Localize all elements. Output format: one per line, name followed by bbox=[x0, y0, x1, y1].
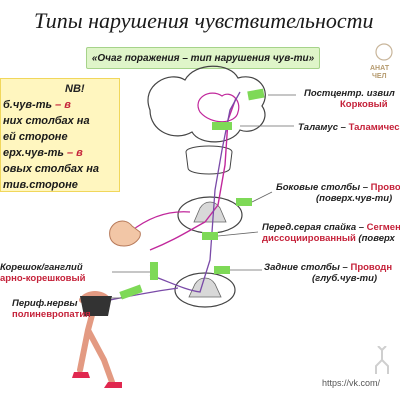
label-cortex: Постцентр. извил Корковый bbox=[304, 88, 395, 110]
cortex-outline bbox=[147, 65, 266, 143]
side-logo: АНАТ ЧЕЛ bbox=[368, 40, 400, 80]
leader-lateral bbox=[251, 191, 273, 203]
subtitle-banner: «Очаг поражения – тип нарушения чув-ти» bbox=[86, 47, 320, 69]
hand-illustration bbox=[109, 220, 141, 247]
runner-shorts bbox=[80, 296, 112, 316]
nb-line-2: них столбах на bbox=[3, 115, 90, 127]
svg-text:АНАТ: АНАТ bbox=[370, 65, 390, 72]
label-thalamus: Таламус – Таламический bbox=[298, 122, 400, 133]
lesion-thalamus bbox=[212, 122, 232, 130]
nb-heading: NB! bbox=[65, 83, 85, 95]
lesion-commissure bbox=[202, 232, 218, 240]
label-peripheral-nerves: Периф.нервы полиневропатия bbox=[12, 298, 91, 320]
nb-line-5: овых столбах на bbox=[3, 163, 99, 175]
nb-line-4: ерх.чув-ть – в bbox=[3, 147, 83, 159]
label-root-ganglion: Корешок/ганглий арно-корешковый bbox=[0, 262, 86, 284]
nb-line-6: тив.стороне bbox=[3, 179, 78, 191]
deer-logo-icon bbox=[375, 346, 389, 374]
lesion-root bbox=[150, 262, 158, 280]
brainstem-shape bbox=[185, 145, 233, 175]
runner-shoe-2 bbox=[104, 382, 122, 388]
lesion-posterior bbox=[214, 266, 230, 274]
leader-commissure bbox=[217, 231, 259, 237]
nb-note-box: NB! б.чув-ть – в них столбах на ей сторо… bbox=[0, 78, 120, 192]
lesion-lateral bbox=[236, 198, 252, 206]
watermark-url: https://vk.com/ bbox=[322, 378, 381, 388]
gray-matter-lower bbox=[188, 277, 222, 298]
nb-line-3: ей стороне bbox=[3, 131, 68, 143]
label-anterior-commissure: Перед.серая спайка – Сегмен диссоциирова… bbox=[262, 222, 400, 244]
nb-line-1: б.чув-ть – в bbox=[3, 99, 71, 111]
anatomy-logo-icon: АНАТ ЧЕЛ bbox=[370, 43, 393, 80]
page-title: Типы нарушения чувствительности bbox=[34, 8, 374, 33]
pathway-pink bbox=[149, 97, 237, 251]
pathway-purple bbox=[149, 91, 241, 293]
pathway-leg bbox=[109, 287, 179, 301]
lesion-nerve bbox=[119, 284, 143, 300]
label-posterior-columns: Задние столбы – Проводн (глуб.чув-ти) bbox=[264, 262, 393, 284]
runner-shoe-1 bbox=[72, 372, 90, 378]
label-lateral-columns: Боковые столбы – Проводн (поверх.чув-ти) bbox=[276, 182, 400, 204]
svg-text:ЧЕЛ: ЧЕЛ bbox=[372, 73, 387, 80]
lesion-cortex bbox=[247, 88, 265, 101]
